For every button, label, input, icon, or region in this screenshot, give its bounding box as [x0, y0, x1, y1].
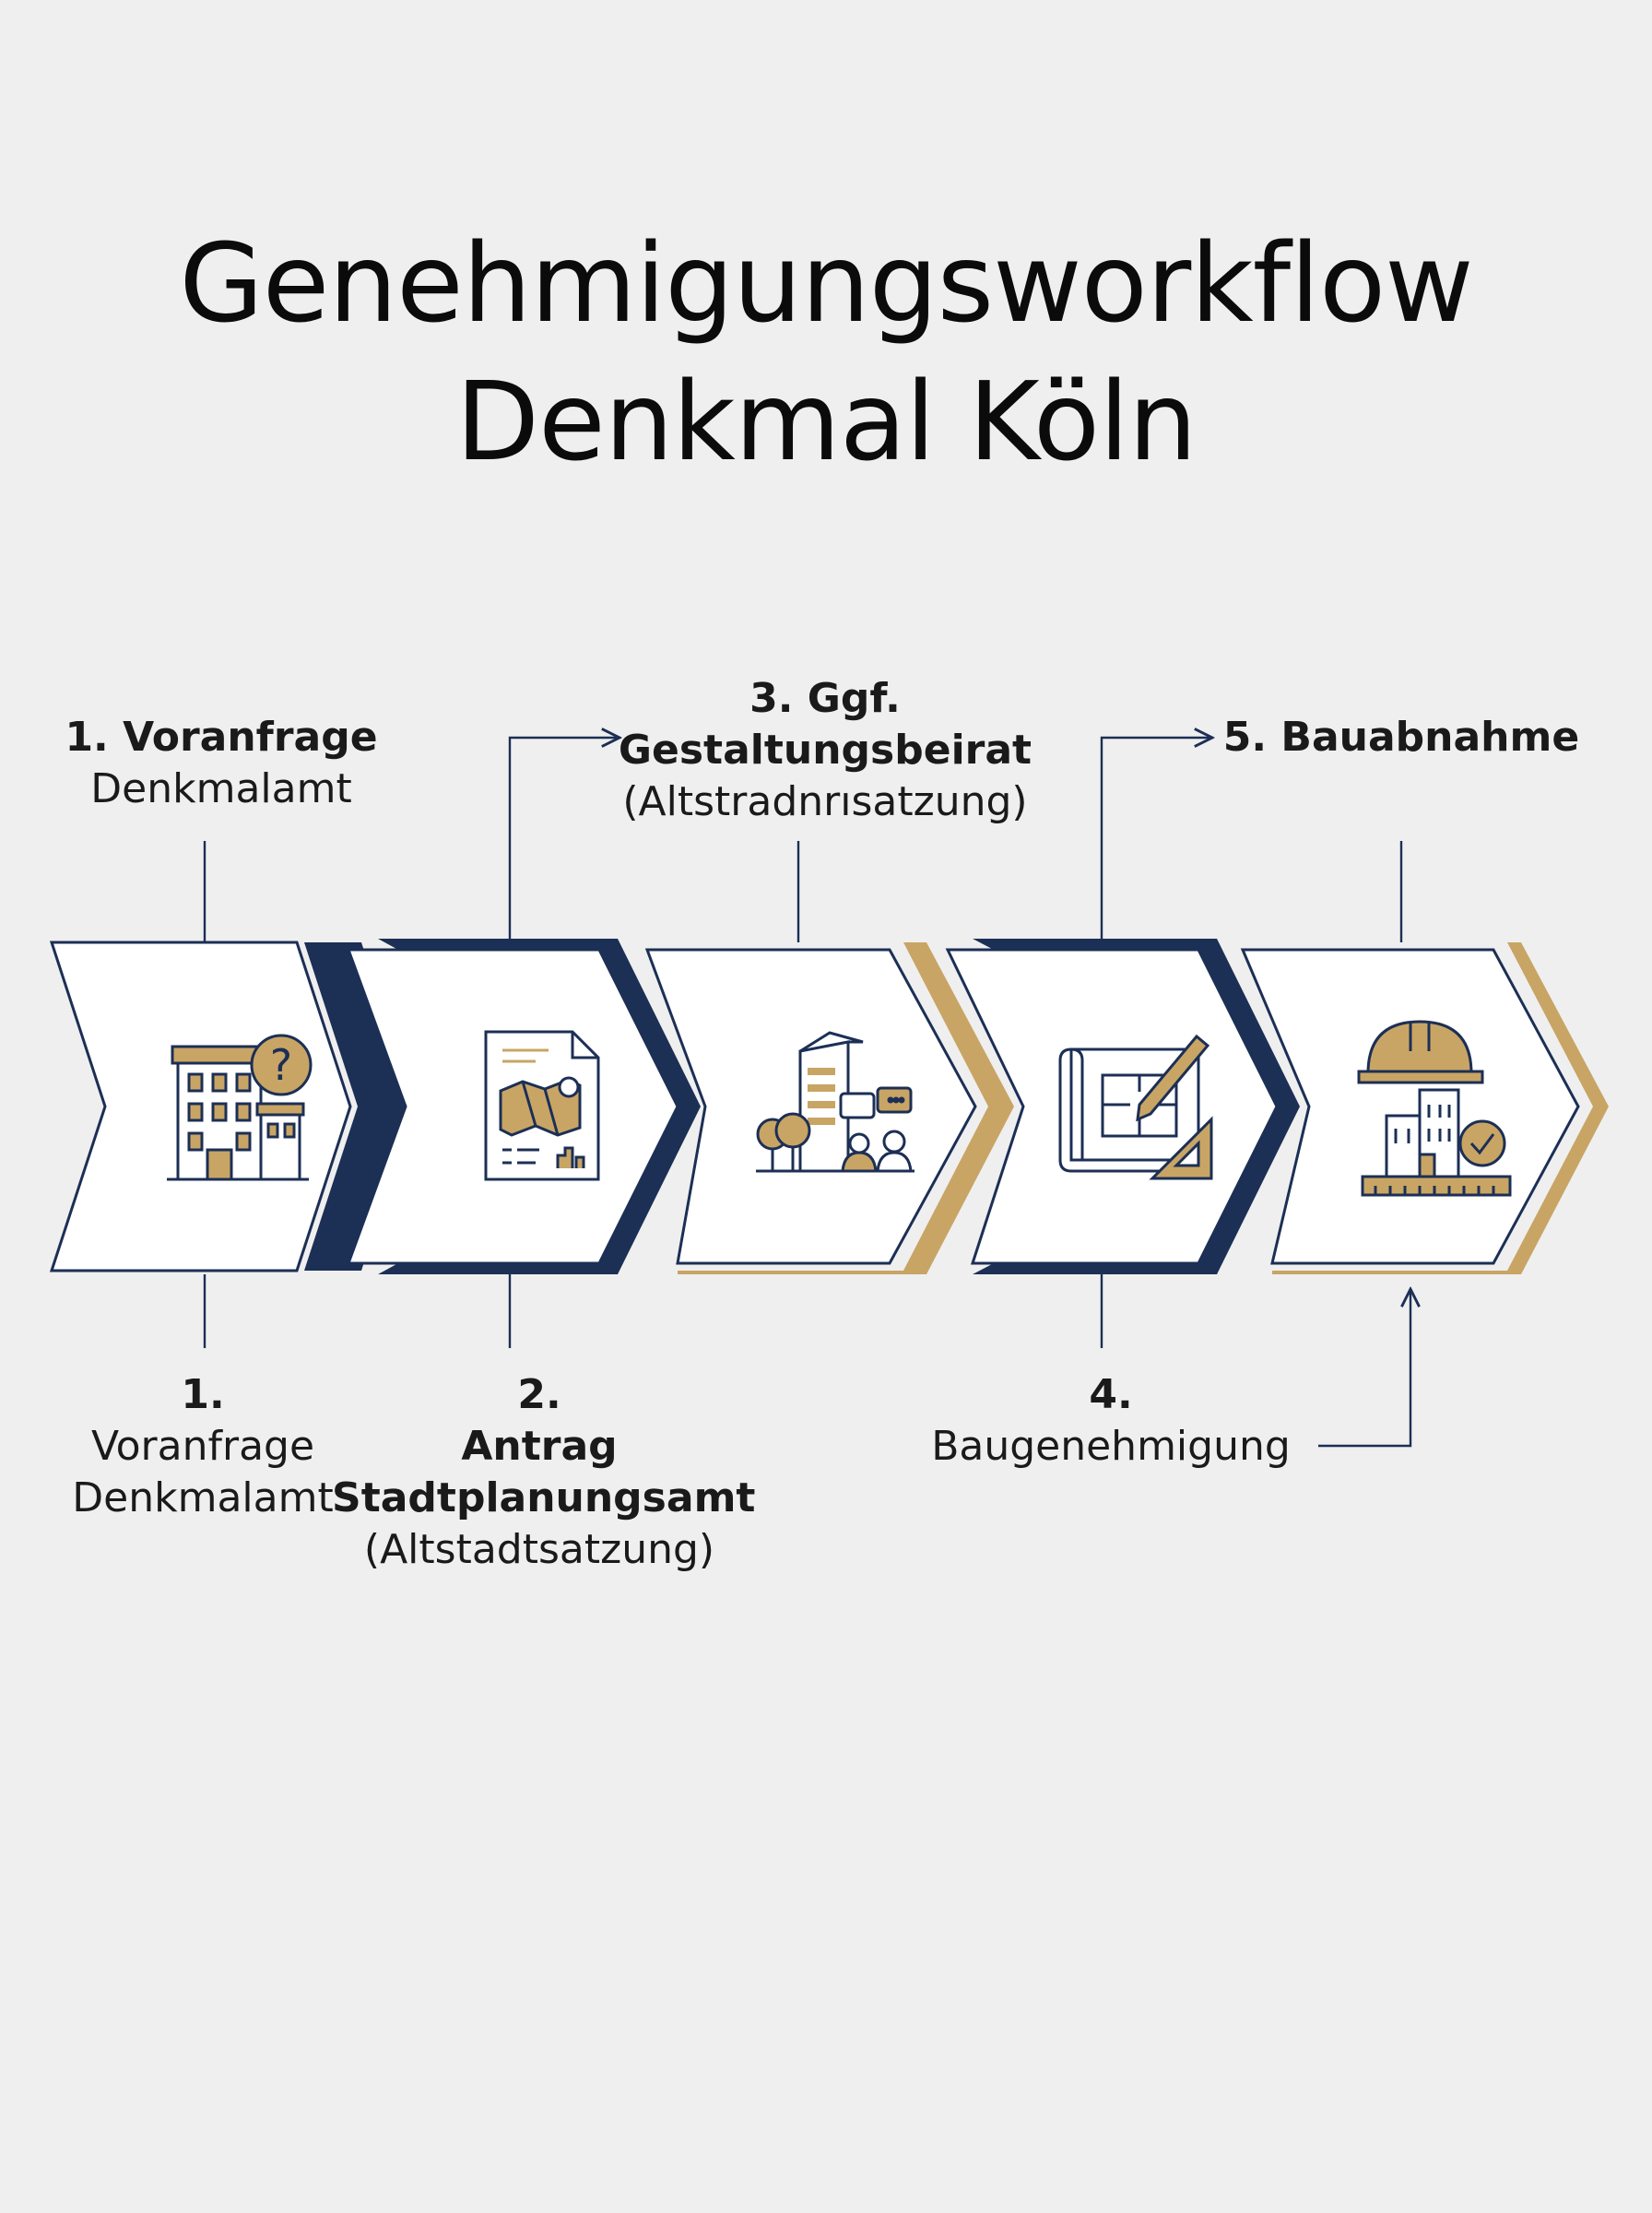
advisory-board-icon: [756, 1031, 914, 1173]
bottom-label-step-1-line-1: Voranfrage: [90, 1423, 315, 1470]
top-label-step-5-title: 5. Bauabnahme: [1222, 714, 1580, 761]
bottom-label-step-2-number: 2.: [517, 1371, 561, 1418]
inspection-helmet-icon: [1357, 1020, 1512, 1197]
bottom-label-step-4-number: 4.: [1089, 1371, 1133, 1418]
building-question-icon: ?: [167, 1034, 313, 1181]
map-document-icon: [484, 1030, 600, 1181]
top-label-step-3-title: Gestaltungsbeirat: [618, 727, 1032, 774]
bottom-label-step-2-subtitle: (Altstadtsatzung): [363, 1526, 715, 1573]
bottom-label-step-1-line-2: Denkmalamt: [72, 1474, 334, 1521]
top-label-step-3-number: 3. Ggf.: [749, 675, 901, 722]
page-title: Genehmigungsworkflow Denkmal Köln: [0, 214, 1652, 491]
top-label-step-5: 5. Bauabnahme: [1198, 712, 1604, 763]
top-label-step-3-subtitle: (Altstradnrısatzung): [622, 778, 1028, 825]
top-label-step-1-subtitle: Denkmalamt: [90, 765, 352, 812]
title-line-2: Denkmal Köln: [455, 358, 1197, 485]
svg-text:?: ?: [270, 1040, 292, 1090]
title-line-1: Genehmigungsworkflow: [179, 219, 1473, 347]
top-label-step-1-title: 1. Voranfrage: [65, 714, 378, 761]
bottom-label-step-4-title: Baugenehmigung: [931, 1423, 1291, 1470]
bottom-label-step-1-number: 1.: [181, 1371, 225, 1418]
top-label-step-1: 1. Voranfrage Denkmalamt: [37, 712, 406, 815]
bottom-label-step-2: 2. Antrag Stadtplanungsamt (Altstadtsatz…: [332, 1369, 756, 1576]
blueprint-icon: [1058, 1034, 1213, 1180]
bottom-label-step-2-line-1: Antrag: [461, 1423, 618, 1470]
bottom-label-step-4: 4. Baugenehmigung: [903, 1369, 1318, 1473]
bottom-label-step-2-line-2: Stadtplanungsamt: [332, 1474, 756, 1521]
bottom-label-step-1: 1. Voranfrage Denkmalamt: [37, 1369, 369, 1524]
connector-lines: [203, 738, 1410, 1448]
top-label-step-3: 3. Ggf. Gestaltungsbeirat (Altstradnrısa…: [572, 673, 1079, 828]
